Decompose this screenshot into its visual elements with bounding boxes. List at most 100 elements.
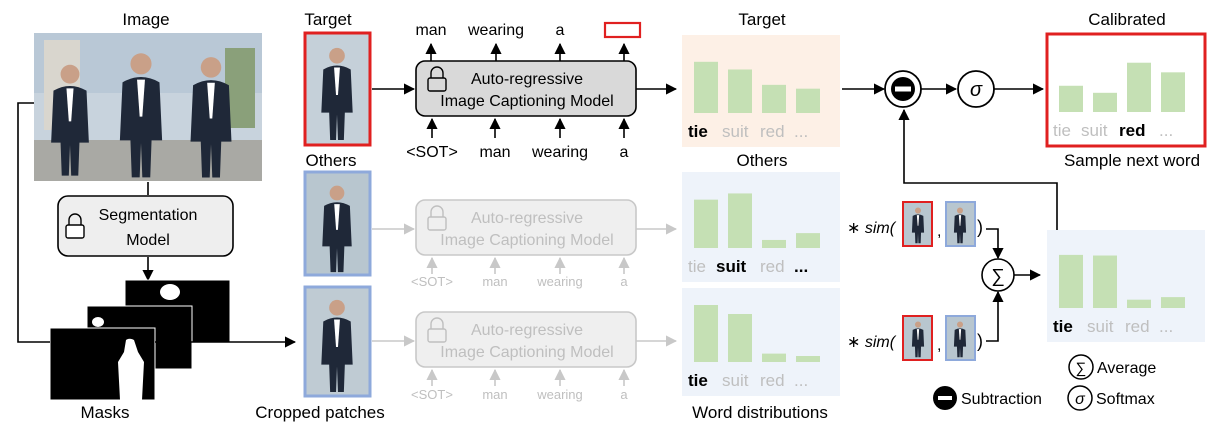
legend-symbol: ∑ <box>1076 360 1087 377</box>
input-arrows-faded <box>426 256 630 274</box>
distribution-bar <box>796 88 820 113</box>
model-label-2: Image Captioning Model <box>440 93 613 110</box>
distribution-bar <box>796 233 820 248</box>
subtraction-operator <box>884 70 922 108</box>
arrow-sim2-to-sum <box>986 290 1004 342</box>
word-distributions-label: Word distributions <box>692 403 828 422</box>
output-arrows <box>425 42 630 61</box>
distribution-word-label: ... <box>794 257 808 276</box>
distribution-word-label: tie <box>1053 317 1073 336</box>
distribution-word-label: suit <box>716 257 747 276</box>
sim-term-1: ∗ sim( , ) <box>847 201 983 247</box>
distribution-word-label: tie <box>688 257 706 276</box>
legend-subtraction: Subtraction <box>933 386 1042 410</box>
input-token: wearing <box>536 274 583 289</box>
target-patch <box>303 31 372 147</box>
distribution-word-label: red <box>1125 317 1150 336</box>
distribution-bar <box>1093 92 1117 112</box>
arrow-sim1-to-sum <box>986 228 1004 260</box>
captioning-model-target: Auto-regressive Image Captioning Model <box>415 60 637 117</box>
target-dist-title: Target <box>738 10 786 29</box>
others-dist-title: Others <box>736 151 787 170</box>
output-token: a <box>556 22 565 39</box>
distribution-word-label: red <box>760 371 785 390</box>
sum-symbol: ∑ <box>991 266 1005 287</box>
distribution-word-label: tie <box>1053 121 1071 140</box>
calibrated-title: Calibrated <box>1088 10 1166 29</box>
softmax-operator: σ <box>957 70 995 108</box>
input-arrows-faded <box>426 368 630 386</box>
distribution-bar <box>1059 254 1083 308</box>
mask-stack <box>49 279 231 401</box>
legend-softmax: σ Softmax <box>1067 385 1155 411</box>
captioning-model-others-2: Auto-regressive Image Captioning Model <box>415 311 637 368</box>
output-token: wearing <box>467 22 524 39</box>
input-token: a <box>620 274 628 289</box>
input-tokens: <SOT> man wearing a <box>406 144 628 161</box>
sim-label: ∗ sim( <box>847 220 897 237</box>
captioning-model-others-1: Auto-regressive Image Captioning Model <box>415 199 637 256</box>
model-label-2: Image Captioning Model <box>440 232 613 249</box>
output-token: man <box>415 22 446 39</box>
sample-next-word-label: Sample next word <box>1064 151 1200 170</box>
distribution-bar <box>728 69 752 113</box>
distribution-word-label: suit <box>1081 121 1108 140</box>
others-patch-2 <box>303 285 372 398</box>
svg-text:,: , <box>937 337 941 354</box>
model-label-1: Auto-regressive <box>471 210 583 227</box>
segmentation-model-box: Segmentation Model <box>57 195 234 257</box>
distribution-word-label: suit <box>1087 317 1114 336</box>
distribution-word-label: ... <box>794 122 808 141</box>
distribution-bar <box>1161 297 1185 308</box>
masks-label: Masks <box>80 403 129 422</box>
image-title: Image <box>122 10 169 29</box>
distribution-word-label: ... <box>1159 317 1173 336</box>
arrow-average-to-subtraction <box>898 108 1058 230</box>
distribution-bar <box>762 84 786 113</box>
sigma-symbol: σ <box>970 79 983 101</box>
legend-text: Subtraction <box>961 391 1042 408</box>
input-photo <box>34 33 262 181</box>
model-label-1: Auto-regressive <box>471 322 583 339</box>
model-label-2: Image Captioning Model <box>440 344 613 361</box>
legend-symbol: σ <box>1075 391 1086 408</box>
distribution-bar <box>762 239 786 248</box>
input-token: <SOT> <box>411 274 453 289</box>
target-title: Target <box>304 10 352 29</box>
distribution-bar <box>1127 299 1151 308</box>
sim-term-2: ∗ sim( , ) <box>847 315 983 361</box>
input-token: <SOT> <box>406 144 458 161</box>
distribution-word-label: tie <box>688 371 708 390</box>
others-patch-1 <box>303 170 372 277</box>
distribution-word-label: suit <box>722 122 749 141</box>
connector-image-left <box>17 102 50 343</box>
input-token: wearing <box>536 387 583 402</box>
input-tokens-faded: <SOT> man wearing a <box>411 274 628 289</box>
next-token-slot <box>603 21 642 39</box>
distribution-bar <box>796 356 820 362</box>
others-title: Others <box>305 151 356 170</box>
sim-label: ∗ sim( <box>847 334 897 351</box>
legend-average: ∑ Average <box>1068 354 1156 380</box>
distribution-bar <box>762 353 786 362</box>
distribution-bar <box>694 305 718 362</box>
input-tokens-faded: <SOT> man wearing a <box>411 387 628 402</box>
legend-text: Average <box>1097 360 1156 377</box>
svg-text:): ) <box>977 331 983 351</box>
segmentation-label-1: Segmentation <box>99 207 198 224</box>
distribution-word-label: suit <box>722 371 749 390</box>
distribution-word-label: tie <box>688 122 708 141</box>
segmentation-label-2: Model <box>126 232 170 249</box>
svg-text:,: , <box>937 223 941 240</box>
distribution-word-label: red <box>760 122 785 141</box>
legend: ∑ Average Subtraction σ Softmax <box>933 354 1156 411</box>
distribution-bar <box>728 314 752 362</box>
cropped-patches-label: Cropped patches <box>255 403 384 422</box>
distribution-bar <box>1059 85 1083 112</box>
